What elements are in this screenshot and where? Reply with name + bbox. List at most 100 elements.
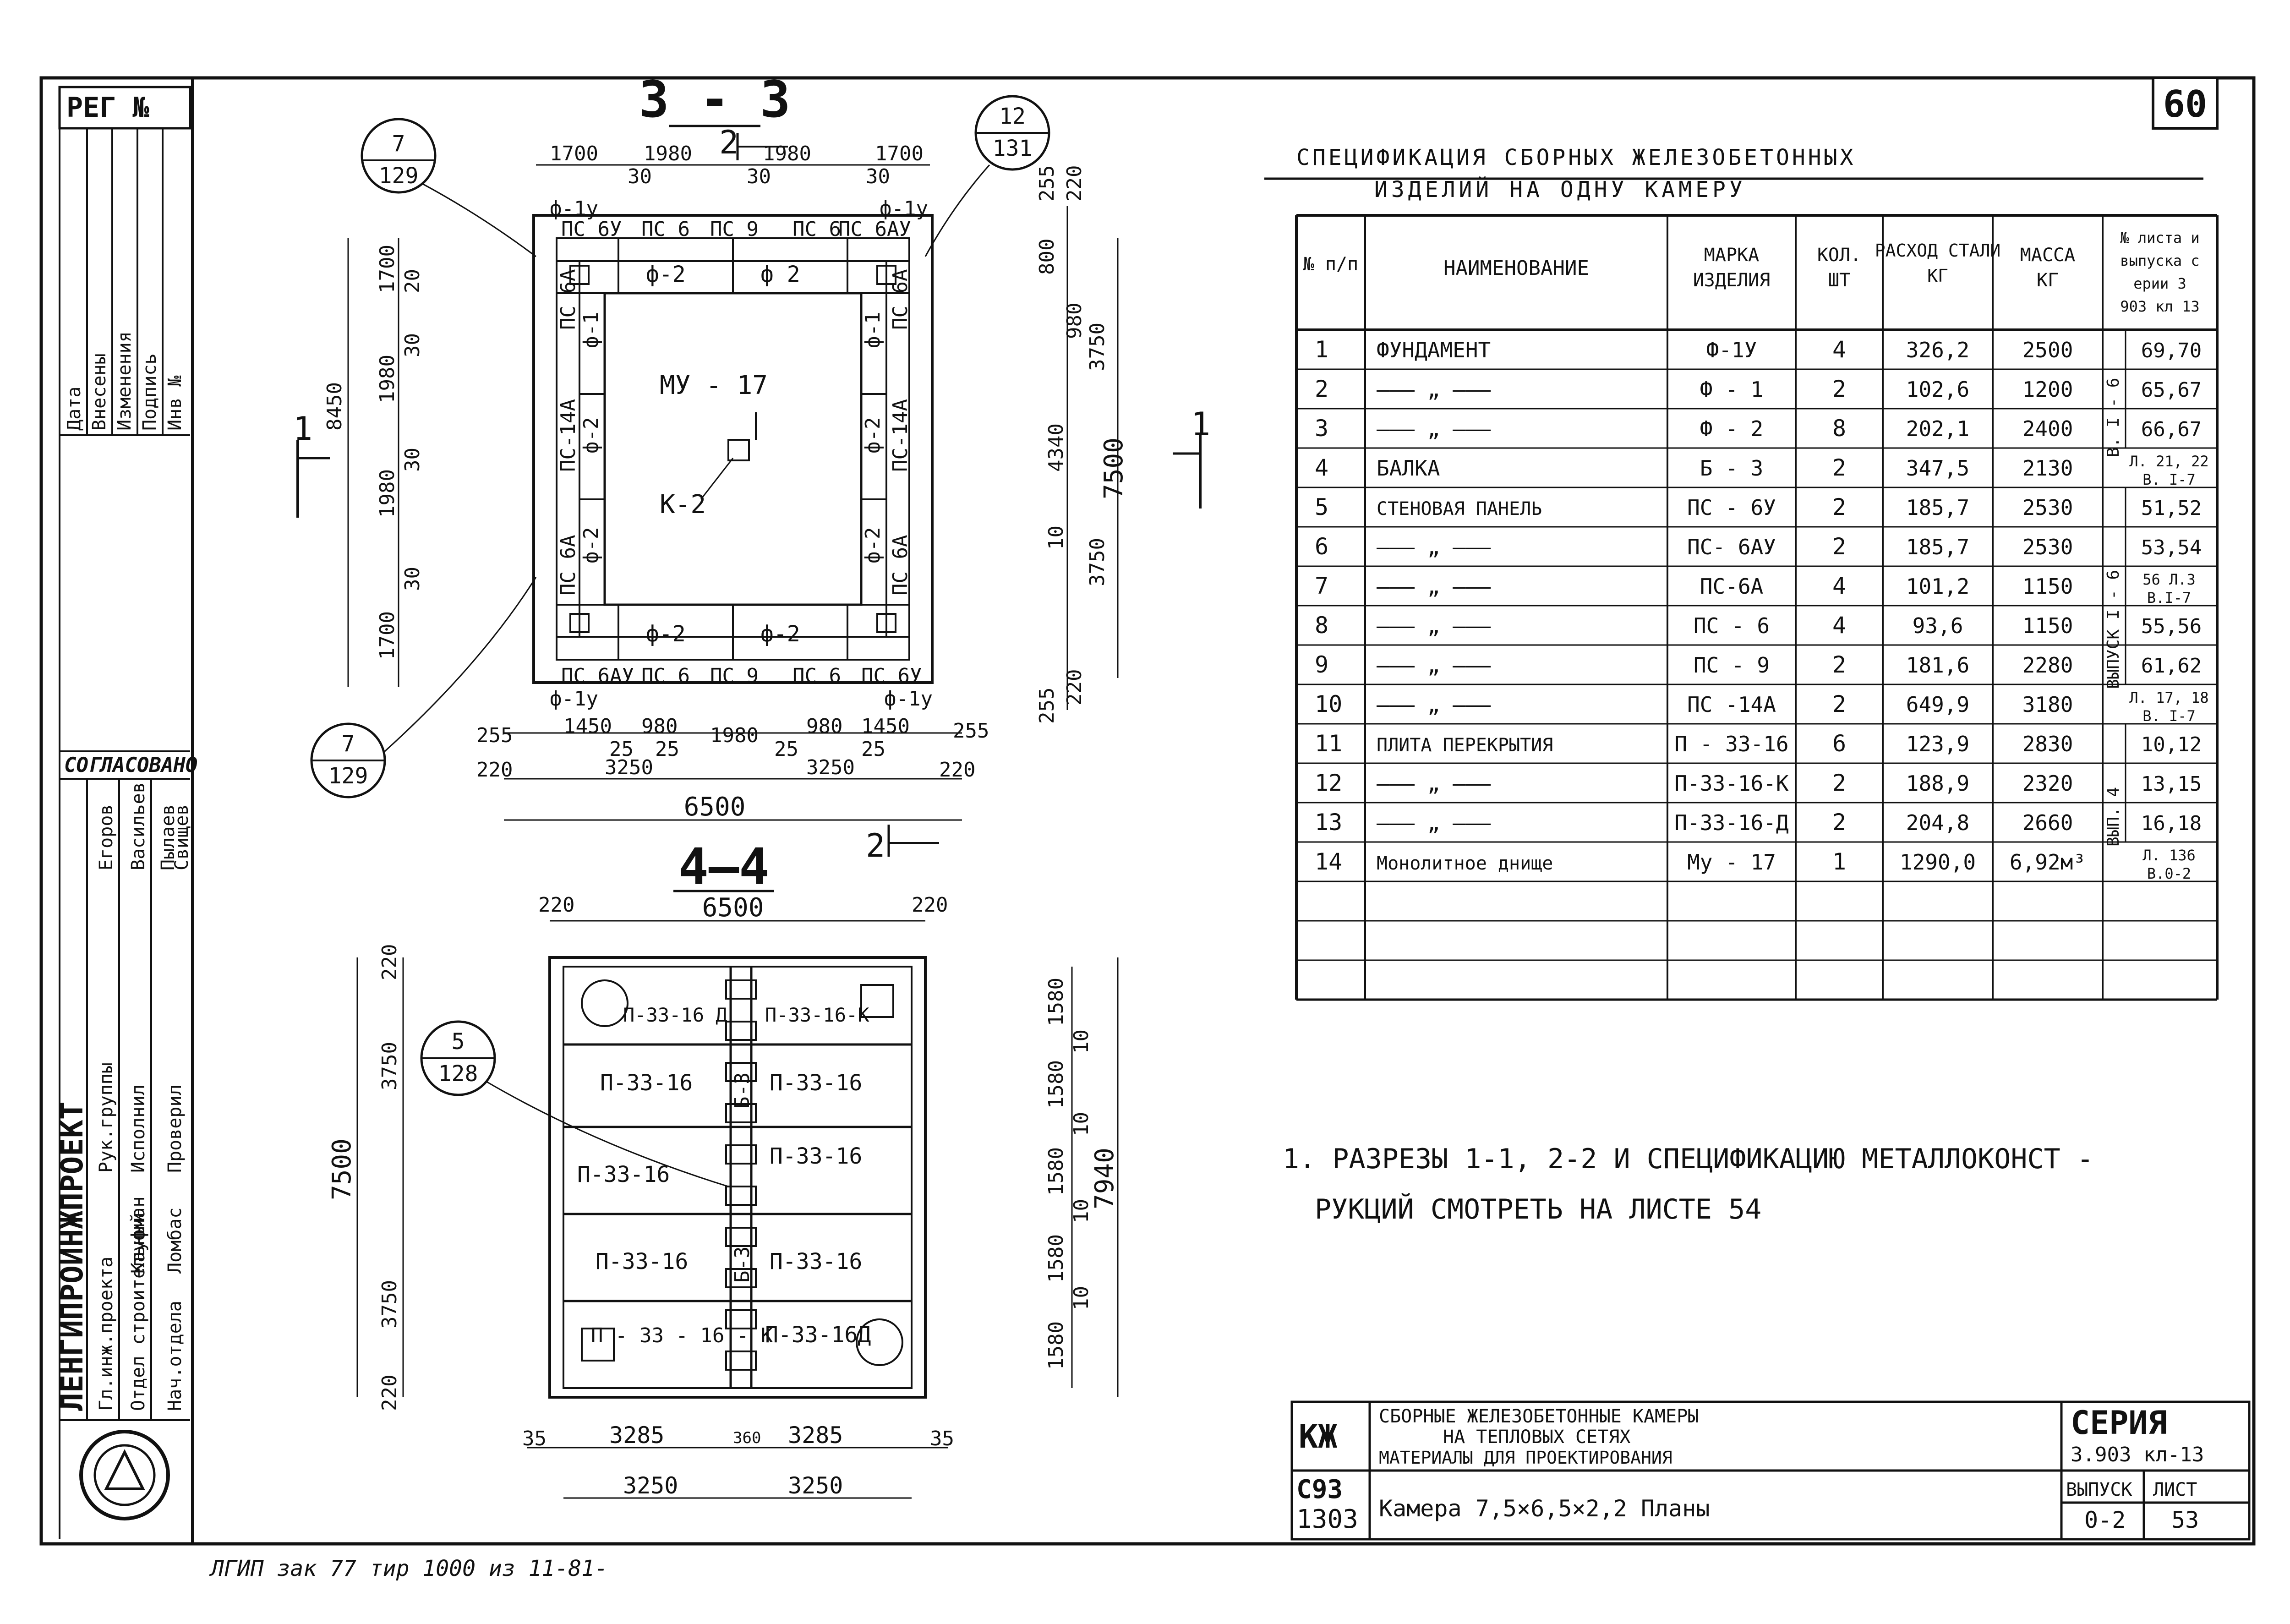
svg-text:1980: 1980 [376,469,399,518]
spec-row-no: 11 [1315,730,1342,757]
spec-row-name: ——— „ ——— [1377,653,1491,678]
spec-row-sheet: В. I-7 [2142,471,2196,488]
svg-text:ф-2: ф-2 [579,417,603,454]
svg-text:ф-2: ф-2 [861,527,885,563]
svg-text:220: 220 [378,944,401,980]
svg-text:25: 25 [861,738,885,761]
svg-text:800: 800 [1035,239,1059,275]
spec-row-steel: 185,7 [1906,535,1969,559]
svg-text:360: 360 [733,1429,761,1447]
svg-text:ПС 9: ПС 9 [710,664,759,688]
spec-header-mass: КГ [2037,270,2059,291]
spec-row-qty: 2 [1832,494,1846,520]
svg-text:35: 35 [930,1427,954,1450]
svg-text:3285: 3285 [609,1422,664,1449]
spec-row-mass: 2500 [2022,338,2073,362]
svg-text:10: 10 [1044,525,1068,550]
spec-row-sheet: 65,67 [2141,378,2202,402]
spec-row-no: 8 [1315,612,1328,639]
title-block: КЖ СБОРНЫЕ ЖЕЛЕЗОБЕТОННЫЕ КАМЕРЫ НА ТЕПЛ… [1290,1400,2251,1541]
svg-text:РУКЦИЙ СМОТРЕТЬ НА ЛИСТЕ 5: РУКЦИЙ СМОТРЕТЬ НА ЛИСТЕ 54 [1315,1192,1761,1225]
spec-row-sheet: 69,70 [2141,339,2202,362]
spec-header-sheet: № листа и [2120,229,2199,246]
spec-row-mass: 1150 [2022,613,2073,638]
svg-text:10: 10 [1070,1112,1093,1136]
svg-text:1980: 1980 [644,142,692,165]
svg-text:ф-1у: ф-1у [550,197,598,220]
spec-row-no: 2 [1315,376,1328,402]
svg-text:128: 128 [438,1061,478,1087]
spec-row-mass: 2530 [2022,535,2073,559]
svg-text:П-33-16-К: П-33-16-К [765,1004,869,1026]
spec-row-qty: 6 [1832,730,1846,757]
callout-7-129-top: 7 129 [361,118,536,257]
spec-row-no: 5 [1315,494,1328,520]
svg-text:8450: 8450 [323,382,346,431]
svg-text:П-33-16: П-33-16 [770,1249,862,1274]
svg-text:53: 53 [2171,1507,2199,1533]
svg-text:1980: 1980 [710,724,759,747]
spec-row-name: ФУНДАМЕНТ [1377,338,1491,362]
svg-text:1: 1 [1191,405,1210,443]
spec-row-mark: Му - 17 [1687,850,1776,875]
spec-row-no: 12 [1315,770,1342,796]
svg-text:1700: 1700 [550,142,598,165]
svg-text:П-33-16: П-33-16 [770,1143,862,1169]
spec-row-mass: 3180 [2022,692,2073,717]
svg-text:ЛИСТ: ЛИСТ [2153,1479,2197,1500]
svg-text:ИЗДЕЛИЙ НА ОДНУ КАМЕРУ: ИЗДЕЛИЙ НА ОДНУ КАМЕРУ [1374,176,1746,202]
svg-text:ПС 6: ПС 6 [792,664,841,688]
svg-text:ПС-14А: ПС-14А [557,399,580,472]
svg-text:7940: 7940 [1090,1148,1120,1209]
svg-text:Подпись: Подпись [139,353,160,431]
svg-text:МАТЕРИАЛЫ ДЛЯ ПРОЕКТИРОВАНИЯ: МАТЕРИАЛЫ ДЛЯ ПРОЕКТИРОВАНИЯ [1379,1448,1672,1468]
svg-text:1450: 1450 [563,715,612,738]
spec-row-name: ——— „ ——— [1377,692,1491,717]
svg-text:980: 980 [641,715,678,738]
svg-text:П-33-16: П-33-16 [577,1162,670,1187]
spec-header-qty: ШТ [1828,270,1850,291]
svg-text:РЕГ №: РЕГ № [66,92,149,124]
svg-text:30: 30 [401,448,424,472]
svg-text:4—4: 4—4 [678,837,770,896]
svg-text:ПС 6: ПС 6 [641,664,690,688]
svg-text:ф-2: ф-2 [861,417,885,454]
svg-text:3750: 3750 [378,1280,401,1329]
svg-text:25: 25 [655,738,679,761]
svg-text:129: 129 [379,163,419,189]
spec-row-sheet: В. I-7 [2142,707,2196,725]
svg-text:2: 2 [719,124,738,161]
section-3-3: 3 - 3 2 1700 1980 1980 1700 30 30 30 [293,70,1210,864]
svg-text:ф 2: ф 2 [760,262,800,287]
svg-text:ПС 6: ПС 6 [641,218,690,241]
spec-row-mark: Ф - 1 [1700,377,1763,402]
spec-row-steel: 101,2 [1906,574,1969,599]
svg-text:25: 25 [774,738,798,761]
svg-text:Кауфман: Кауфман [128,1196,149,1274]
svg-text:7: 7 [392,131,405,157]
svg-text:ф-1: ф-1 [861,312,885,348]
svg-text:220: 220 [538,893,574,917]
svg-text:30: 30 [401,567,424,591]
svg-text:П-33-16: П-33-16 [600,1070,693,1096]
spec-row-qty: 2 [1832,770,1846,796]
svg-text:ф-1у: ф-1у [880,197,928,220]
svg-text:3250: 3250 [788,1472,843,1499]
svg-text:10: 10 [1070,1029,1093,1054]
spec-row-steel: 181,6 [1906,653,1969,678]
spec-row-sheet: В.0-2 [2147,865,2191,882]
svg-text:СПЕЦИФИКАЦИЯ СБОРНЫХ ЖЕЛЕЗОБЕТ: СПЕЦИФИКАЦИЯ СБОРНЫХ ЖЕЛЕЗОБЕТОННЫХ [1296,145,1856,170]
spec-row-steel: 1290,0 [1900,850,1976,875]
svg-text:С93: С93 [1296,1475,1343,1504]
svg-text:1580: 1580 [1044,1060,1068,1109]
spec-row-steel: 204,8 [1906,810,1969,835]
spec-row-mass: 1150 [2022,574,2073,599]
spec-row-mark: Б - 3 [1700,456,1763,481]
spec-row-name: ПЛИТА ПЕРЕКРЫТИЯ [1377,735,1553,756]
svg-text:Егоров: Егоров [96,804,117,871]
svg-text:ПС 6АУ: ПС 6АУ [838,218,911,241]
spec-row-steel: 326,2 [1906,338,1969,362]
svg-text:3250: 3250 [605,756,653,779]
svg-text:ПС 6: ПС 6 [792,218,841,241]
svg-text:НА ТЕПЛОВЫХ СЕТЯХ: НА ТЕПЛОВЫХ СЕТЯХ [1443,1427,1630,1448]
